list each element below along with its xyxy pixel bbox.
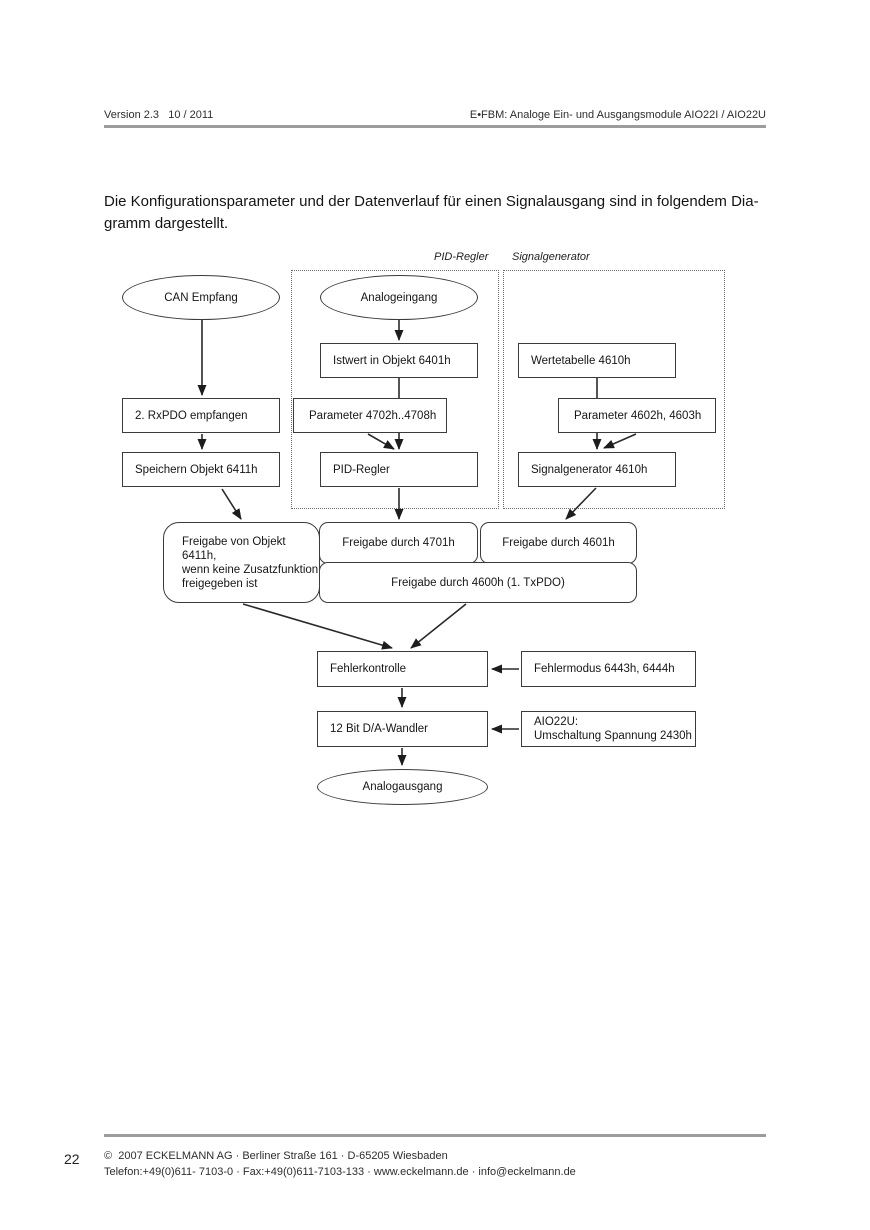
intro-line-1: Die Konfigurationsparameter und der Date…: [104, 193, 759, 210]
node-pid-regler: PID-Regler: [320, 452, 478, 487]
node-aio22u-umschaltung-spannung: AIO22U: Umschaltung Spannung 2430h: [521, 711, 696, 747]
node-parameter-4702h-4708h: Parameter 4702h..4708h: [293, 398, 447, 433]
header-version: Version 2.3 10 / 2011: [104, 109, 214, 121]
intro-line-2: gramm dargestellt.: [104, 215, 229, 232]
node-12bit-da-wandler: 12 Bit D/A-Wandler: [317, 711, 488, 747]
pid-regler-group-box: [291, 270, 499, 509]
signalgenerator-group-box: [503, 270, 725, 509]
page-number: 22: [64, 1151, 80, 1167]
header-title: E•FBM: Analoge Ein- und Ausgangsmodule A…: [469, 109, 766, 121]
node-fehlermodus-6443h-6444h: Fehlermodus 6443h, 6444h: [521, 651, 696, 687]
group-label-signalgenerator: Signalgenerator: [512, 251, 590, 263]
node-istwert-objekt-6401h: Istwert in Objekt 6401h: [320, 343, 478, 378]
node-signalgenerator-4610h: Signalgenerator 4610h: [518, 452, 676, 487]
node-freigabe-durch-4601h: Freigabe durch 4601h: [480, 522, 637, 564]
footer-rule: [104, 1134, 766, 1137]
node-fehlerkontrolle: Fehlerkontrolle: [317, 651, 488, 687]
group-label-pid-regler: PID-Regler: [434, 251, 489, 263]
node-wertetabelle-4610h: Wertetabelle 4610h: [518, 343, 676, 378]
footer-address: © 2007 ECKELMANN AG · Berliner Straße 16…: [104, 1150, 448, 1162]
node-freigabe-durch-4600h: Freigabe durch 4600h (1. TxPDO): [319, 562, 637, 603]
node-analogeingang: Analogeingang: [320, 275, 478, 320]
node-freigabe-durch-4701h: Freigabe durch 4701h: [319, 522, 478, 564]
footer-contact: Telefon:+49(0)611- 7103-0 · Fax:+49(0)61…: [104, 1166, 576, 1178]
node-freigabe-von-objekt-6411h: Freigabe von Objekt 6411h, wenn keine Zu…: [163, 522, 320, 603]
node-analogausgang: Analogausgang: [317, 769, 488, 805]
node-parameter-4602h-4603h: Parameter 4602h, 4603h: [558, 398, 716, 433]
header-rule: [104, 125, 766, 128]
node-can-empfang: CAN Empfang: [122, 275, 280, 320]
node-rxpdo-empfangen: 2. RxPDO empfangen: [122, 398, 280, 433]
node-speichern-objekt-6411h: Speichern Objekt 6411h: [122, 452, 280, 487]
